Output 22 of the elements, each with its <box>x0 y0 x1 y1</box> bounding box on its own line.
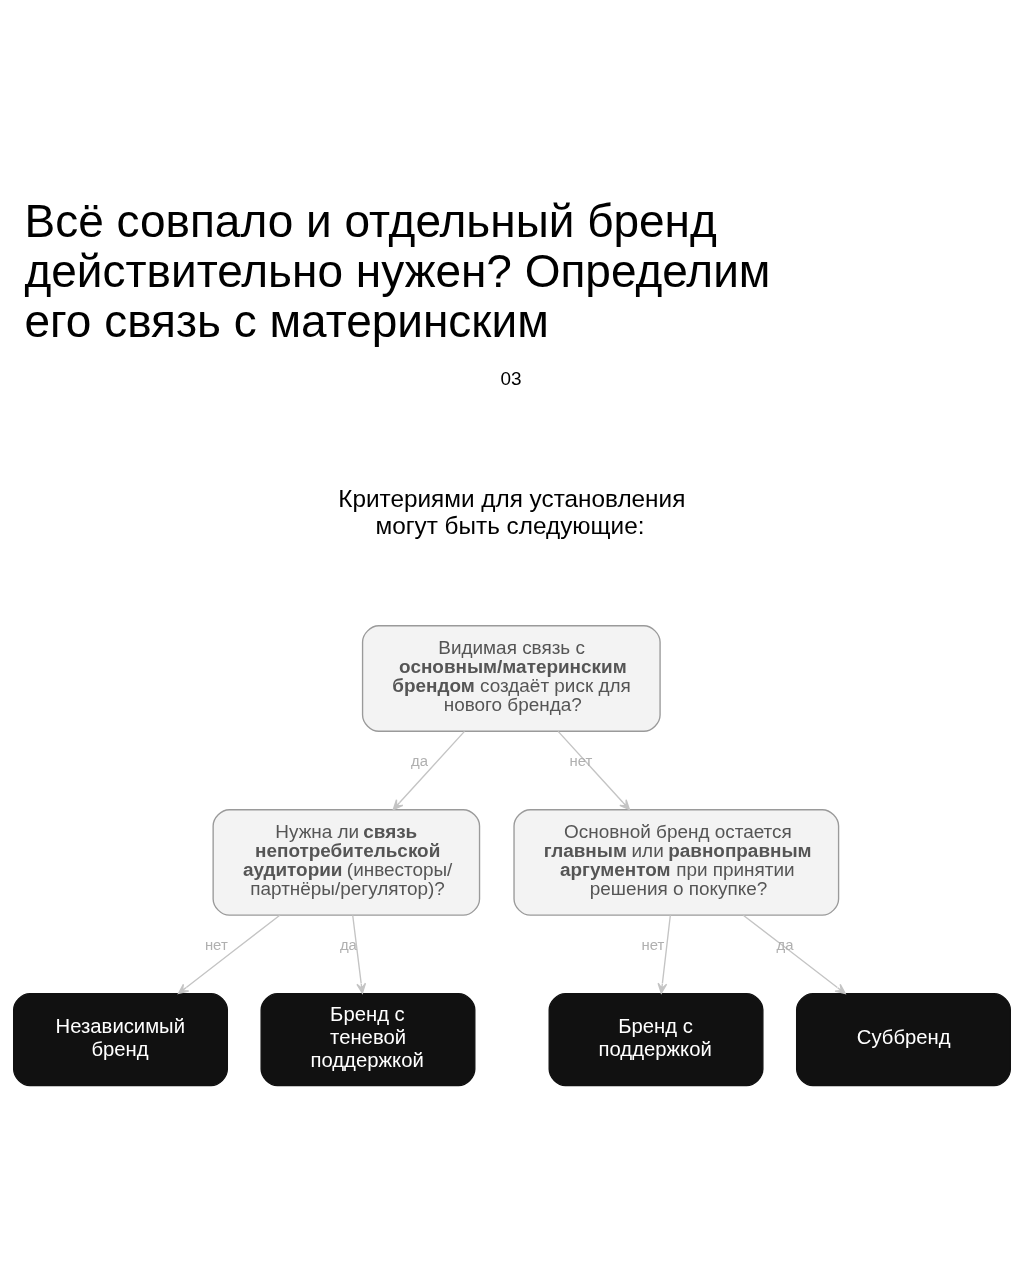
arrow <box>742 914 846 995</box>
edge-label: нет <box>204 936 228 953</box>
node-box: Независимый бренд <box>13 992 228 1087</box>
node-box: Бренд с поддержкой <box>548 992 764 1087</box>
node-box: Нужна ли связь непотребительской аудитории (инвесторы/ партнёры/регулятор)? <box>212 809 481 916</box>
node-box: Основной бренд остается главным или равноправным аргументом при принятии решения о покупке? <box>513 809 840 916</box>
node-box: Суббренд <box>796 992 1011 1087</box>
edge-label: да <box>411 753 429 770</box>
diagram-title: Всё совпало и отдельный бренд действительно нужен? Определим его связь с материнским <box>24 194 771 347</box>
arrow <box>352 914 367 994</box>
label: Критериями для установления могут быть следующие: <box>338 485 686 540</box>
label: 03 <box>500 367 522 389</box>
edge-label: да <box>776 936 794 953</box>
arrow <box>657 914 671 994</box>
arrow <box>557 730 631 811</box>
node-box: Бренд с теневой поддержкой <box>260 992 476 1087</box>
node-box: Видимая связь с основным/материнским брендом создаёт риск для нового бренда? <box>361 625 661 732</box>
arrow <box>177 914 281 995</box>
edge-label: да <box>339 936 357 953</box>
edge-label: нет <box>569 753 593 770</box>
edge-label: нет <box>641 936 665 953</box>
arrow <box>392 730 466 811</box>
